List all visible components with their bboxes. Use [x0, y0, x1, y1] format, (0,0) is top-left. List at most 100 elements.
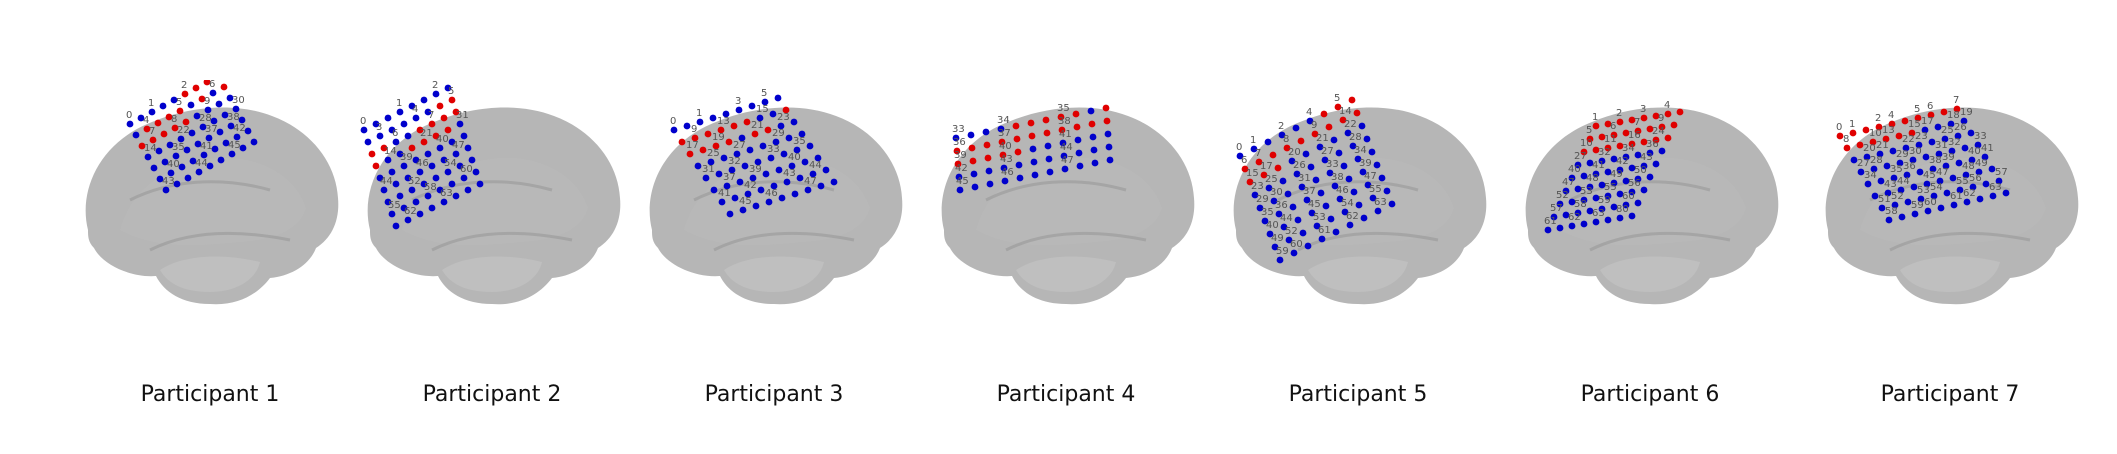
electrode — [162, 186, 170, 194]
electrode — [221, 111, 229, 119]
brain-render-5: 0124567891415172021222325262728293031333… — [1233, 93, 1487, 305]
electrode — [1299, 229, 1307, 237]
electrode-number-label: 17 — [1260, 161, 1273, 172]
electrode — [1360, 214, 1368, 222]
electrode-number-label: 21 — [1876, 140, 1889, 151]
electrode — [769, 110, 777, 118]
electrode — [170, 96, 178, 104]
electrode-selected — [725, 138, 733, 146]
electrode — [1322, 202, 1330, 210]
electrode-selected — [1888, 120, 1896, 128]
electrode-number-label: 11 — [1604, 134, 1617, 145]
electrode — [1963, 198, 1971, 206]
electrode — [778, 194, 786, 202]
electrode-number-label: 54 — [1341, 198, 1354, 209]
electrode-selected — [1088, 120, 1096, 128]
electrode-number-label: 44 — [1280, 213, 1293, 224]
electrode — [777, 122, 785, 130]
electrode-selected — [220, 83, 228, 91]
electrode — [376, 174, 384, 182]
electrode — [1383, 187, 1391, 195]
cortex-highlight — [684, 157, 870, 246]
electrode — [1955, 159, 1963, 167]
electrode-number-label: 20 — [1863, 143, 1876, 154]
electrode-grid — [1236, 96, 1396, 264]
electrode — [1349, 142, 1357, 150]
electrode — [1544, 226, 1552, 234]
electrode-number-label: 38 — [1058, 116, 1071, 127]
electrode — [400, 120, 408, 128]
electrode — [1622, 201, 1630, 209]
electrode — [392, 138, 400, 146]
electrode — [1598, 157, 1606, 165]
electrode-selected — [432, 132, 440, 140]
electrode-number-label: 34 — [1354, 145, 1367, 156]
temporal-lobe-shape — [1016, 256, 1116, 292]
electrode-selected — [408, 144, 416, 152]
electrode — [754, 158, 762, 166]
electrode — [1341, 208, 1349, 216]
brain-surface — [367, 107, 621, 305]
electrode-number-label: 45 — [1923, 170, 1936, 181]
electrode — [1368, 148, 1376, 156]
electrode-number-label: 24 — [1652, 126, 1665, 137]
electrode-selected — [1013, 135, 1021, 143]
electrode-selected — [1628, 140, 1636, 148]
electrode — [1000, 164, 1008, 172]
electrode — [1884, 189, 1892, 197]
electrode — [1954, 132, 1962, 140]
electrode-number-label: 23 — [1915, 131, 1928, 142]
electrode — [1870, 165, 1878, 173]
electrode-selected — [143, 125, 151, 133]
sulcus-line — [1589, 231, 1731, 252]
electrode-number-label: 61 — [1318, 225, 1331, 236]
electrode-number-label: 22 — [1344, 119, 1357, 130]
electrode-number-label: 10 — [1869, 128, 1882, 139]
electrode — [670, 126, 678, 134]
electrode-labels: 012345678914222830353738404142434445 — [126, 80, 246, 187]
electrode-number-label: 19 — [712, 132, 725, 143]
electrode — [1326, 169, 1334, 177]
electrode-selected — [444, 126, 452, 134]
electrode-number-label: 56 — [1628, 178, 1641, 189]
electrode — [735, 106, 743, 114]
electrode-number-label: 2 — [181, 80, 187, 91]
electrode-number-label: 34 — [1864, 170, 1877, 181]
electrode — [1586, 159, 1594, 167]
electrode-number-label: 9 — [1658, 113, 1664, 124]
electrode-selected — [1058, 126, 1066, 134]
electrode — [1574, 209, 1582, 217]
electrode-number-label: 6 — [1610, 121, 1616, 132]
electrode-selected — [1927, 111, 1935, 119]
electrode — [1976, 195, 1984, 203]
electrode — [412, 156, 420, 164]
electrode — [1106, 156, 1114, 164]
temporal-lobe-shape — [1900, 256, 2000, 292]
electrode — [1891, 201, 1899, 209]
electrode-number-label: 53 — [1917, 185, 1930, 196]
electrode — [148, 108, 156, 116]
sulcus-line — [1297, 231, 1439, 252]
electrode-number-label: 2 — [1875, 113, 1881, 124]
electrode — [1871, 192, 1879, 200]
caption-participant-7: Participant 7 — [1880, 382, 2020, 407]
electrode — [468, 156, 476, 164]
electrode-selected — [1012, 122, 1020, 130]
electrode — [156, 175, 164, 183]
electrode-selected — [368, 150, 376, 158]
electrode — [150, 164, 158, 172]
electrode-number-label: 42 — [744, 180, 757, 191]
electrode — [364, 138, 372, 146]
electrode-number-label: 31 — [702, 164, 715, 175]
electrode-selected — [686, 150, 694, 158]
electrode-number-label: 42 — [1616, 156, 1629, 167]
electrode-selected — [1014, 148, 1022, 156]
electrode-number-label: 62 — [1568, 212, 1581, 223]
electrode-number-label: 62 — [404, 206, 417, 217]
electrode — [718, 198, 726, 206]
electrode-selected — [1628, 116, 1636, 124]
electrode — [400, 162, 408, 170]
electrode-selected — [1856, 141, 1864, 149]
